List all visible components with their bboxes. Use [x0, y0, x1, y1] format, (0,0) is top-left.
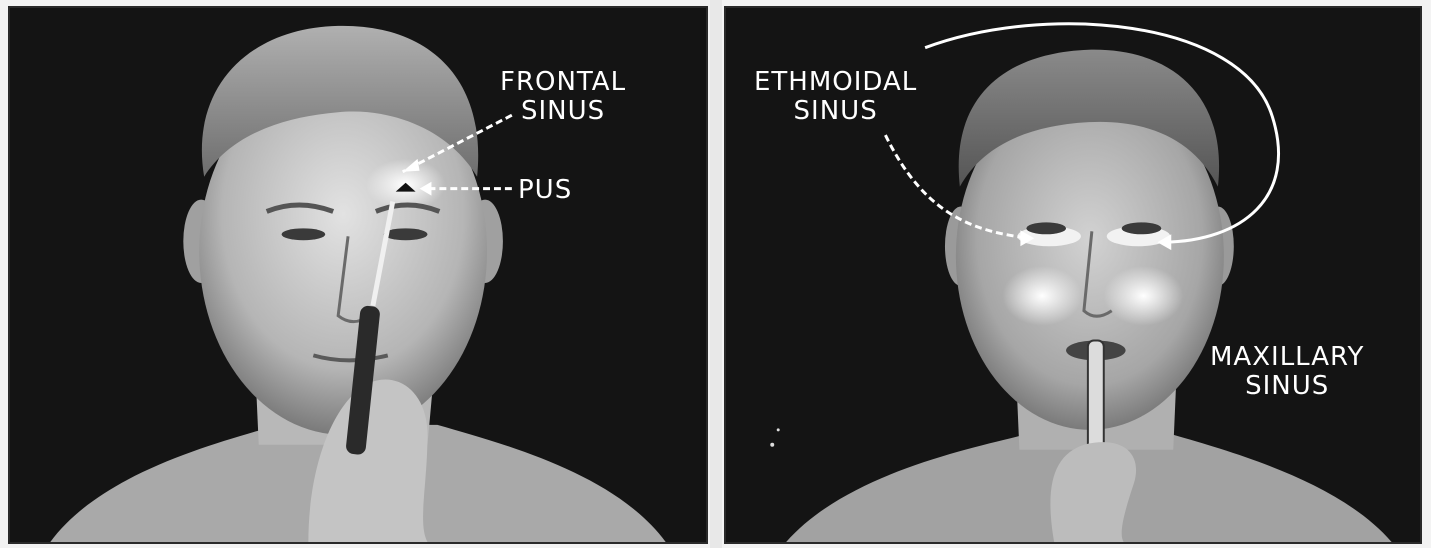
frontal-label-line1: FRONTAL — [500, 68, 626, 97]
maxillary-label-line1: MAXILLARY — [1210, 343, 1364, 372]
right-maxillary-glow — [1104, 266, 1183, 326]
maxillary-sinus-label: MAXILLARY SINUS — [1210, 343, 1364, 401]
right-eye — [384, 228, 428, 240]
frontal-sinus-panel: FRONTAL SINUS PUS — [8, 6, 708, 544]
frontal-label-line2: SINUS — [500, 97, 626, 126]
pus-label: PUS — [518, 176, 572, 205]
left-maxillary-glow — [1003, 266, 1082, 326]
maxillary-label-line2: SINUS — [1210, 372, 1364, 401]
left-eye — [1026, 222, 1066, 234]
ethmoidal-maxillary-panel: ETHMOIDAL SINUS MAXILLARY SINUS — [724, 6, 1422, 544]
panel-divider — [710, 0, 722, 548]
right-eye — [1122, 222, 1162, 234]
ethmoidal-sinus-label: ETHMOIDAL SINUS — [754, 68, 917, 126]
ethmoidal-label-line1: ETHMOIDAL — [754, 68, 917, 97]
left-eye — [282, 228, 326, 240]
ethmoidal-label-line2: SINUS — [754, 97, 917, 126]
frontal-sinus-label: FRONTAL SINUS — [500, 68, 626, 126]
